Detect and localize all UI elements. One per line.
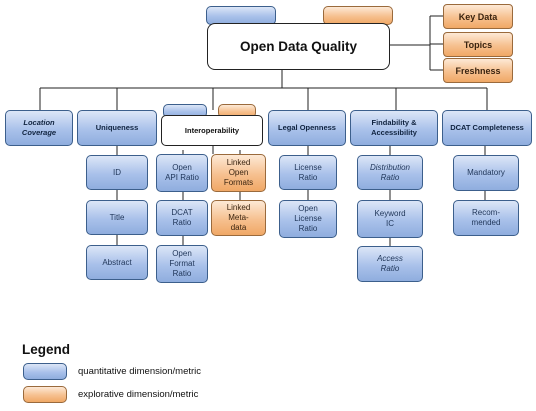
legend-title: Legend xyxy=(22,342,71,357)
location-coverage-node: Location Coverage xyxy=(5,110,73,146)
metric-mandatory: Mandatory xyxy=(453,155,519,191)
uniqueness-node: Uniqueness xyxy=(77,110,157,146)
metric-keyword-ic: Keyword IC xyxy=(357,200,423,238)
metric-linked-metadata: Linked Meta-data xyxy=(211,200,266,236)
metric-open-license-ratio: Open License Ratio xyxy=(279,200,337,238)
metric-recommended: Recom-mended xyxy=(453,200,519,236)
interoperability-node: Interoperability xyxy=(161,115,263,146)
legend-quant-swatch xyxy=(23,363,67,380)
metric-open-format-ratio: Open Format Ratio xyxy=(156,245,208,283)
freshness-node: Freshness xyxy=(443,58,513,83)
metric-abstract: Abstract xyxy=(86,245,148,280)
root-title: Open Data Quality xyxy=(239,38,358,54)
legend-explor-label: explorative dimension/metric xyxy=(78,389,199,400)
topics-node: Topics xyxy=(443,32,513,57)
dcat-completeness-node: DCAT Completeness xyxy=(442,110,532,146)
legend-quant-label: quantitative dimension/metric xyxy=(78,366,202,377)
metric-license-ratio: License Ratio xyxy=(279,155,337,190)
legal-openness-node: Legal Openness xyxy=(268,110,346,146)
metric-title: Title xyxy=(86,200,148,235)
metric-dcat-ratio: DCAT Ratio xyxy=(156,200,208,236)
metric-open-api-ratio: Open API Ratio xyxy=(156,154,208,192)
key-data-node: Key Data xyxy=(443,4,513,29)
metric-id: ID xyxy=(86,155,148,190)
metric-access-ratio: Access Ratio xyxy=(357,246,423,282)
findability-node: Findability & Accessibility xyxy=(350,110,438,146)
legend-explor-swatch xyxy=(23,386,67,403)
metric-linked-open-formats: Linked Open Formats xyxy=(211,154,266,192)
root-node: Open Data Quality xyxy=(207,23,390,70)
metric-distribution-ratio: Distribution Ratio xyxy=(357,155,423,190)
